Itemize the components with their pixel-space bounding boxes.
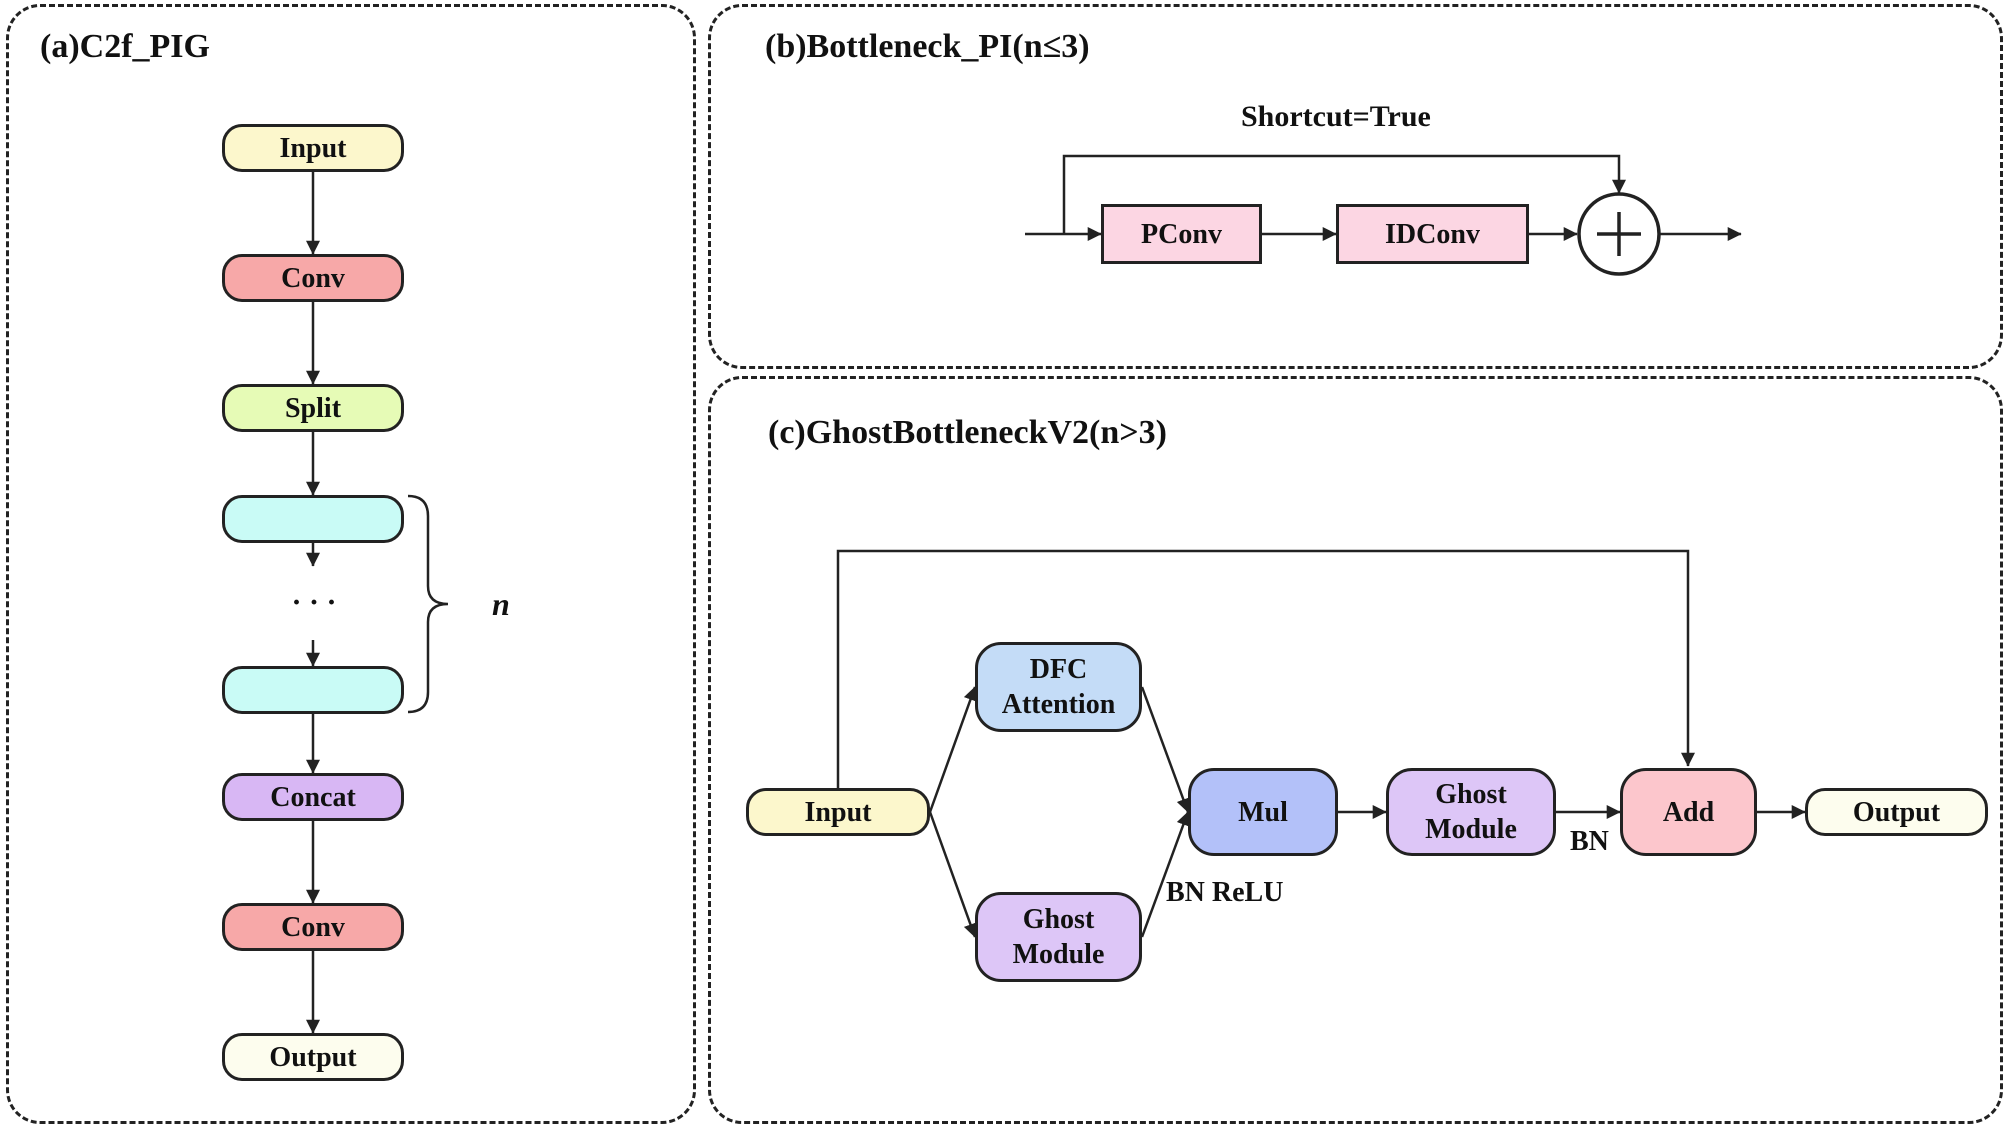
c-ghost-mid-line2: Module [1425, 814, 1517, 845]
panel-b [708, 4, 2003, 369]
c-ghost-module-mid: Ghost Module [1386, 768, 1556, 856]
shortcut-line [1062, 154, 1626, 234]
c-ghost-lower-line2: Module [1012, 939, 1105, 970]
c-dfc-line2: Attention [1001, 689, 1116, 720]
c-ghost-mid-line1: Ghost [1435, 779, 1507, 810]
c-bn-relu-label: BN ReLU [1166, 877, 1284, 908]
c-input-box: Input [746, 788, 930, 836]
c-add-box: Add [1620, 768, 1757, 856]
c-dfc-attention-box: DFC Attention [975, 642, 1142, 732]
arrow-input-ghost [928, 811, 978, 938]
panel-b-title: (b)Bottleneck_PI(n≤3) [765, 28, 1090, 65]
a-n-label: n [492, 586, 510, 622]
c-output-box: Output [1805, 788, 1988, 836]
a-output-box: Output [222, 1033, 404, 1081]
a-conv-box-1: Conv [222, 254, 404, 302]
panel-c [708, 376, 2003, 1124]
panel-a-title: (a)C2f_PIG [40, 28, 210, 65]
a-split-box: Split [222, 384, 404, 432]
c-mul-box: Mul [1188, 768, 1338, 856]
b-shortcut-label: Shortcut=True [1241, 100, 1431, 133]
arrow-dfc-mul [1140, 686, 1190, 813]
a-ellipsis: · · · [291, 586, 337, 619]
a-repeat-block-2 [222, 666, 404, 714]
c-ghost-module-lower: Ghost Module [975, 892, 1142, 982]
arrow-ghost-mul [1140, 811, 1190, 938]
panel-c-title: (c)GhostBottleneckV2(n>3) [768, 414, 1167, 451]
arrow-input-dfc [928, 686, 978, 813]
b-idconv-box: IDConv [1336, 204, 1529, 264]
c-ghost-lower-line1: Ghost [1022, 904, 1095, 935]
panel-a [6, 4, 696, 1124]
b-pconv-box: PConv [1101, 204, 1262, 264]
c-dfc-line1: DFC [1029, 654, 1088, 685]
a-conv-box-2: Conv [222, 903, 404, 951]
sum-circle [1577, 192, 1661, 276]
a-repeat-block-1 [222, 495, 404, 543]
c-bn-label: BN [1570, 826, 1609, 857]
repeat-brace [407, 494, 449, 714]
a-concat-box: Concat [222, 773, 404, 821]
a-input-box: Input [222, 124, 404, 172]
skip-connection [836, 549, 1695, 788]
